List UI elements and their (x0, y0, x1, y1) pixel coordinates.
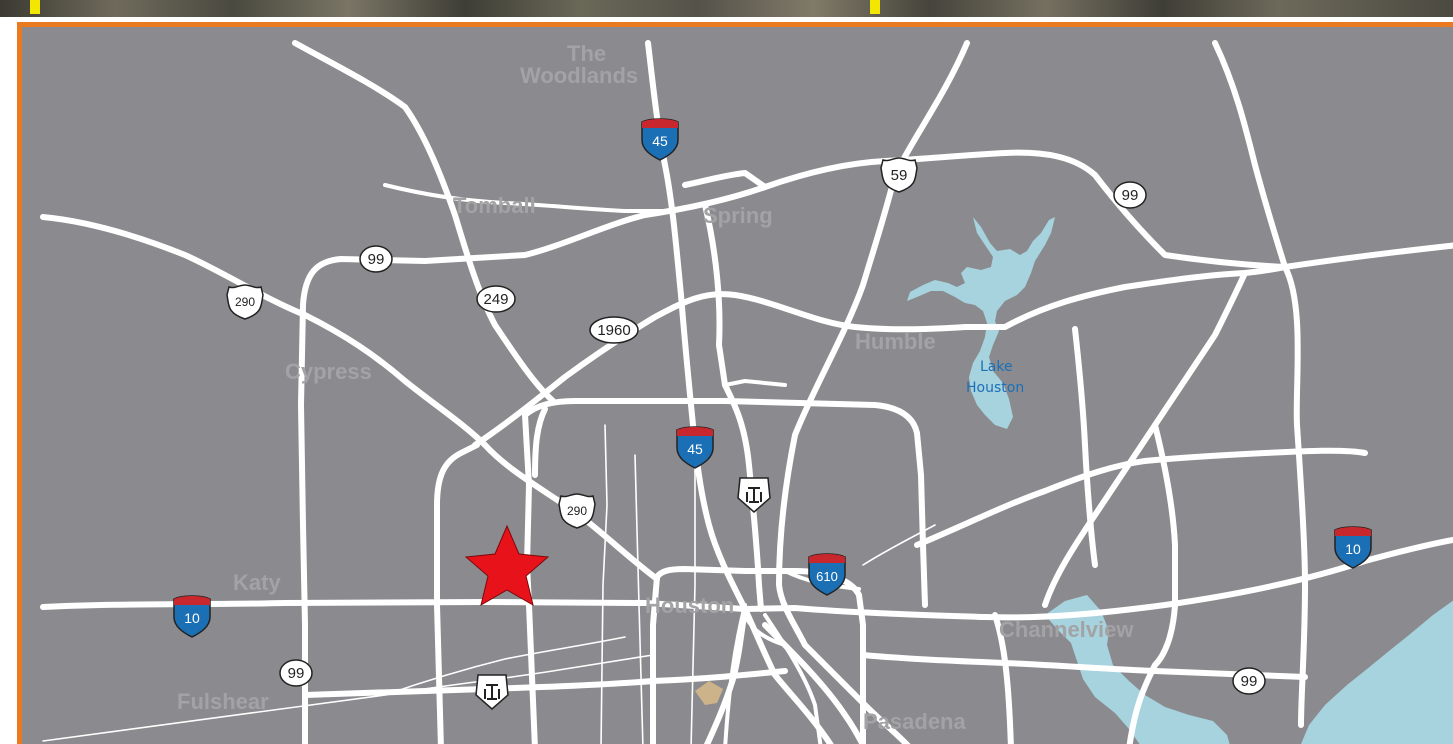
interstate-45-north-shield[interactable]: 45 (641, 118, 679, 161)
strip-marker (870, 0, 880, 14)
us59-freeway (776, 40, 970, 744)
svg-text:10: 10 (184, 610, 200, 626)
strip-marker (30, 0, 40, 14)
thin-road (42, 654, 654, 742)
humble-link (723, 379, 787, 387)
thin-road (862, 524, 936, 566)
sh-99-ne-shield[interactable]: 99 (1113, 181, 1147, 209)
beltway-east-south (1126, 422, 1178, 744)
lake-houston (907, 217, 1055, 429)
svg-text:290: 290 (235, 295, 255, 309)
city-label-cypress: Cypress (285, 359, 372, 384)
interstate-45-center-shield[interactable]: 45 (676, 426, 714, 469)
map-frame: The Woodlands Tomball Spring Humble Cypr… (17, 22, 1453, 744)
us-290-center-shield[interactable]: 290 (558, 493, 596, 529)
beltway-8-west (532, 406, 548, 478)
downtown-area (695, 681, 723, 705)
city-label-katy: Katy (233, 570, 281, 595)
aldine-bender (682, 170, 768, 190)
interstate-610-shield[interactable]: 610 (808, 553, 846, 596)
interstate-10-east-shield[interactable]: 10 (1334, 526, 1372, 569)
galveston-bay (1301, 600, 1453, 744)
fm-west-road (434, 442, 480, 744)
crosby-freeway (914, 447, 1368, 548)
svg-text:45: 45 (652, 133, 668, 149)
tollway-center-south (723, 603, 747, 744)
city-label-channelview: Channelview (999, 617, 1134, 642)
svg-text:249: 249 (483, 291, 508, 308)
thin-road (690, 464, 696, 744)
svg-text:59: 59 (891, 167, 908, 184)
city-label-humble: Humble (855, 329, 936, 354)
sh249 (292, 40, 556, 404)
thin-road (634, 454, 644, 744)
city-label-spring: Spring (703, 203, 773, 228)
svg-text:99: 99 (1241, 673, 1258, 690)
fm-249-shield[interactable]: 249 (476, 285, 516, 313)
sh-99-north-shield[interactable]: 99 (359, 245, 393, 273)
sh-99-west-shield[interactable]: 99 (279, 659, 313, 687)
thin-road (600, 424, 608, 744)
lake-label-line-1: Lake (980, 359, 1013, 375)
svg-text:1960: 1960 (597, 322, 630, 339)
thin-road (384, 636, 626, 696)
highway-225 (860, 652, 1308, 680)
svg-text:99: 99 (288, 665, 305, 682)
svg-text:610: 610 (816, 569, 838, 584)
svg-text:99: 99 (368, 251, 385, 268)
us-59-shield[interactable]: 59 (880, 157, 918, 193)
houston-area-map[interactable]: The Woodlands Tomball Spring Humble Cypr… (22, 27, 1453, 744)
westpark-tollway (302, 668, 788, 698)
photo-strip (0, 0, 1453, 17)
i45-south-branch (763, 613, 823, 744)
hardy-road (722, 382, 764, 612)
svg-text:45: 45 (687, 441, 703, 457)
svg-text:99: 99 (1122, 187, 1139, 204)
star-location-icon[interactable] (464, 524, 550, 607)
north-connector (702, 202, 728, 388)
interstate-10-west-shield[interactable]: 10 (173, 595, 211, 638)
sam-houston-tollway-east (992, 612, 1014, 744)
us-290-west-shield[interactable]: 290 (226, 284, 264, 320)
svg-text:10: 10 (1345, 541, 1361, 557)
east-freeway-north (1042, 270, 1248, 608)
toll-road-icon[interactable] (475, 674, 509, 710)
loop-inner (743, 613, 787, 647)
svg-text:290: 290 (567, 504, 587, 518)
tomball-parkway-link (383, 183, 667, 213)
channel-water (1045, 595, 1230, 744)
city-label-houston: Houston (645, 593, 734, 618)
lake-label-line-2: Houston (966, 380, 1024, 396)
city-label-tomball: Tomball (453, 193, 536, 218)
city-label-the-woodlands: Woodlands (520, 63, 638, 88)
toll-road-icon[interactable] (737, 477, 771, 513)
sh-99-se-shield[interactable]: 99 (1232, 667, 1266, 695)
fm1960 (472, 264, 1288, 448)
city-label-the: The (567, 41, 606, 66)
us290-freeway (40, 214, 660, 582)
city-label-fulshear: Fulshear (177, 689, 269, 714)
east-loop-ne (1072, 326, 1098, 568)
grand-parkway-99 (298, 149, 1453, 744)
fm-1960-shield[interactable]: 1960 (589, 316, 639, 344)
ne-arterial (1212, 40, 1288, 270)
city-label-pasadena: Pasadena (863, 709, 966, 734)
